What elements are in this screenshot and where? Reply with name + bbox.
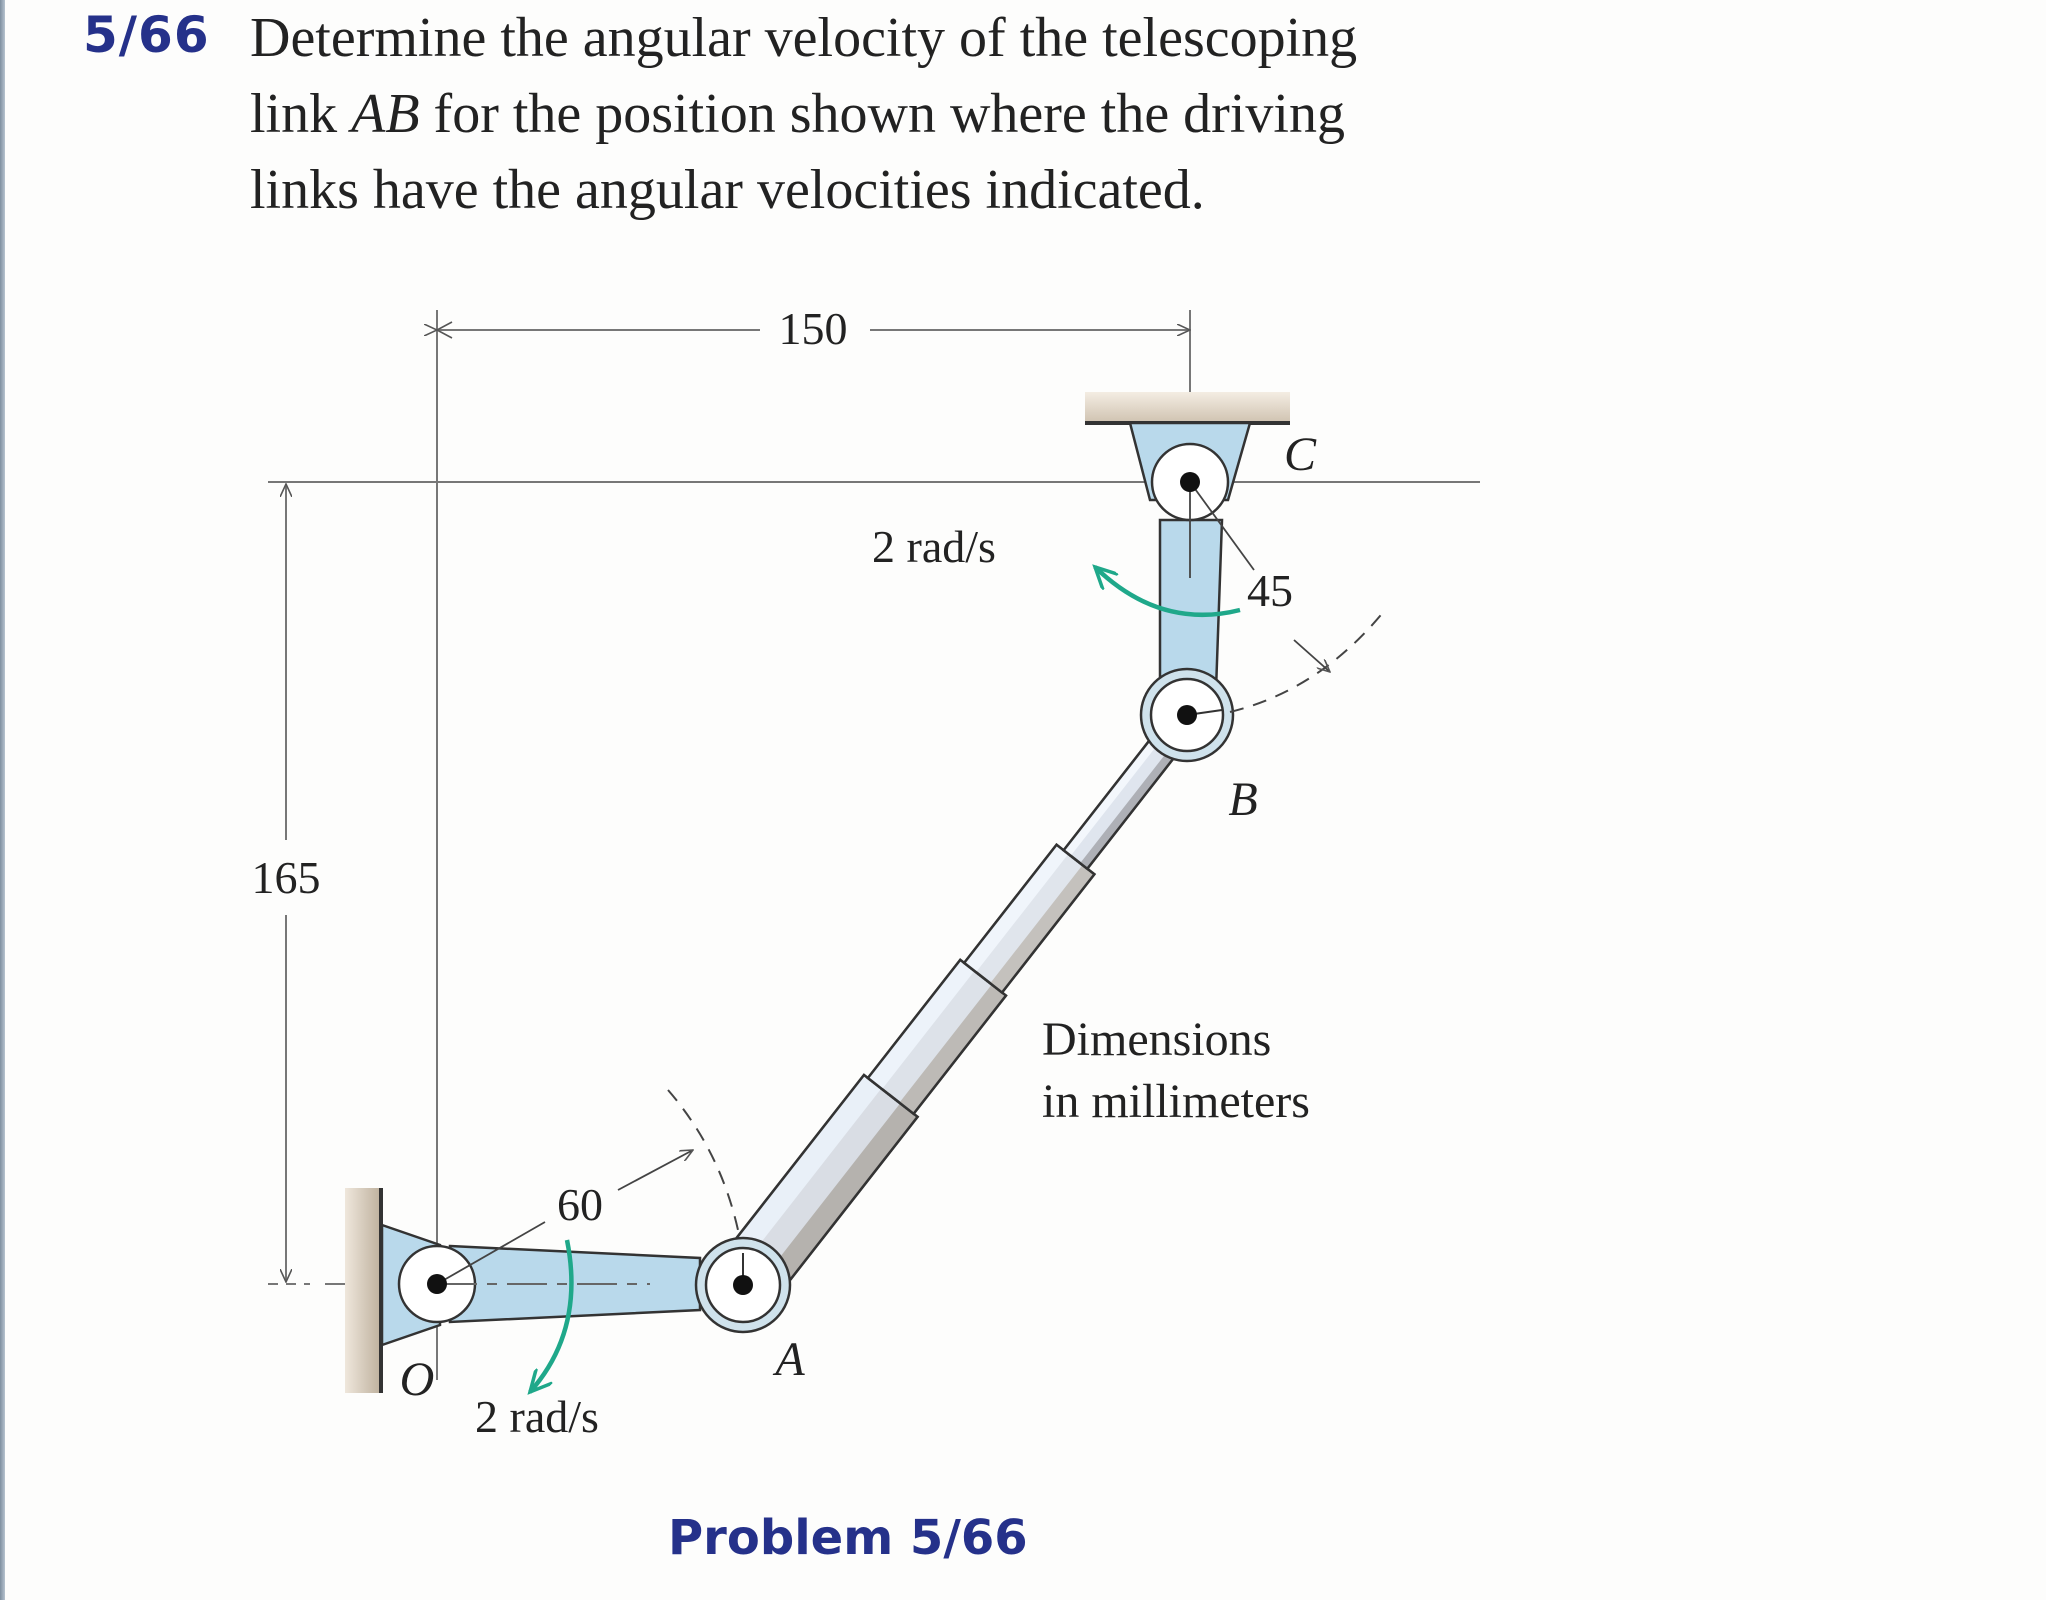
point-b-label: B	[1228, 773, 1257, 826]
pin-o	[427, 1274, 447, 1294]
omega-oa-arrow	[530, 1239, 574, 1392]
angle-45-label: 45	[1247, 565, 1293, 616]
units-note-line1: Dimensions	[1042, 1013, 1271, 1066]
angle-60-label: 60	[557, 1179, 603, 1230]
angle-arrow-45	[1293, 639, 1330, 672]
angle-arc-45	[1229, 609, 1386, 713]
problem-number: 5/66	[83, 6, 210, 64]
omega-oa-label: 2 rad/s	[475, 1391, 599, 1442]
statement-line-3: links have the angular velocities indica…	[250, 159, 1205, 221]
dim-150-label: 150	[779, 303, 848, 354]
point-o-label: O	[400, 1353, 435, 1406]
statement-line-1: Determine the angular velocity of the te…	[250, 7, 1358, 69]
pin-b	[1177, 705, 1197, 725]
omega-cb-label: 2 rad/s	[872, 521, 996, 572]
angle-ref-line-o	[436, 1221, 546, 1285]
link-cb	[1158, 518, 1224, 692]
point-a-label: A	[772, 1333, 805, 1386]
dim-165-label: 165	[252, 852, 321, 903]
angle-arc-60	[667, 1089, 739, 1231]
pin-c	[1180, 472, 1200, 492]
dim-arrowhead-left	[435, 321, 453, 339]
figure-caption: Problem 5/66	[668, 1510, 1028, 1566]
link-ab-italic: AB	[351, 83, 420, 145]
units-note-line2: in millimeters	[1042, 1075, 1310, 1128]
omega-cb-arrow	[1095, 567, 1241, 618]
ground-left	[345, 1188, 380, 1393]
pin-a	[733, 1275, 753, 1295]
statement-line-2: link AB for the position shown where the…	[250, 83, 1345, 145]
page-left-border	[0, 0, 5, 1600]
angle-ref-line-c	[1189, 481, 1255, 571]
angle-arrow-60	[617, 1150, 693, 1191]
point-c-label: C	[1284, 428, 1317, 481]
ground-top	[1085, 392, 1290, 423]
